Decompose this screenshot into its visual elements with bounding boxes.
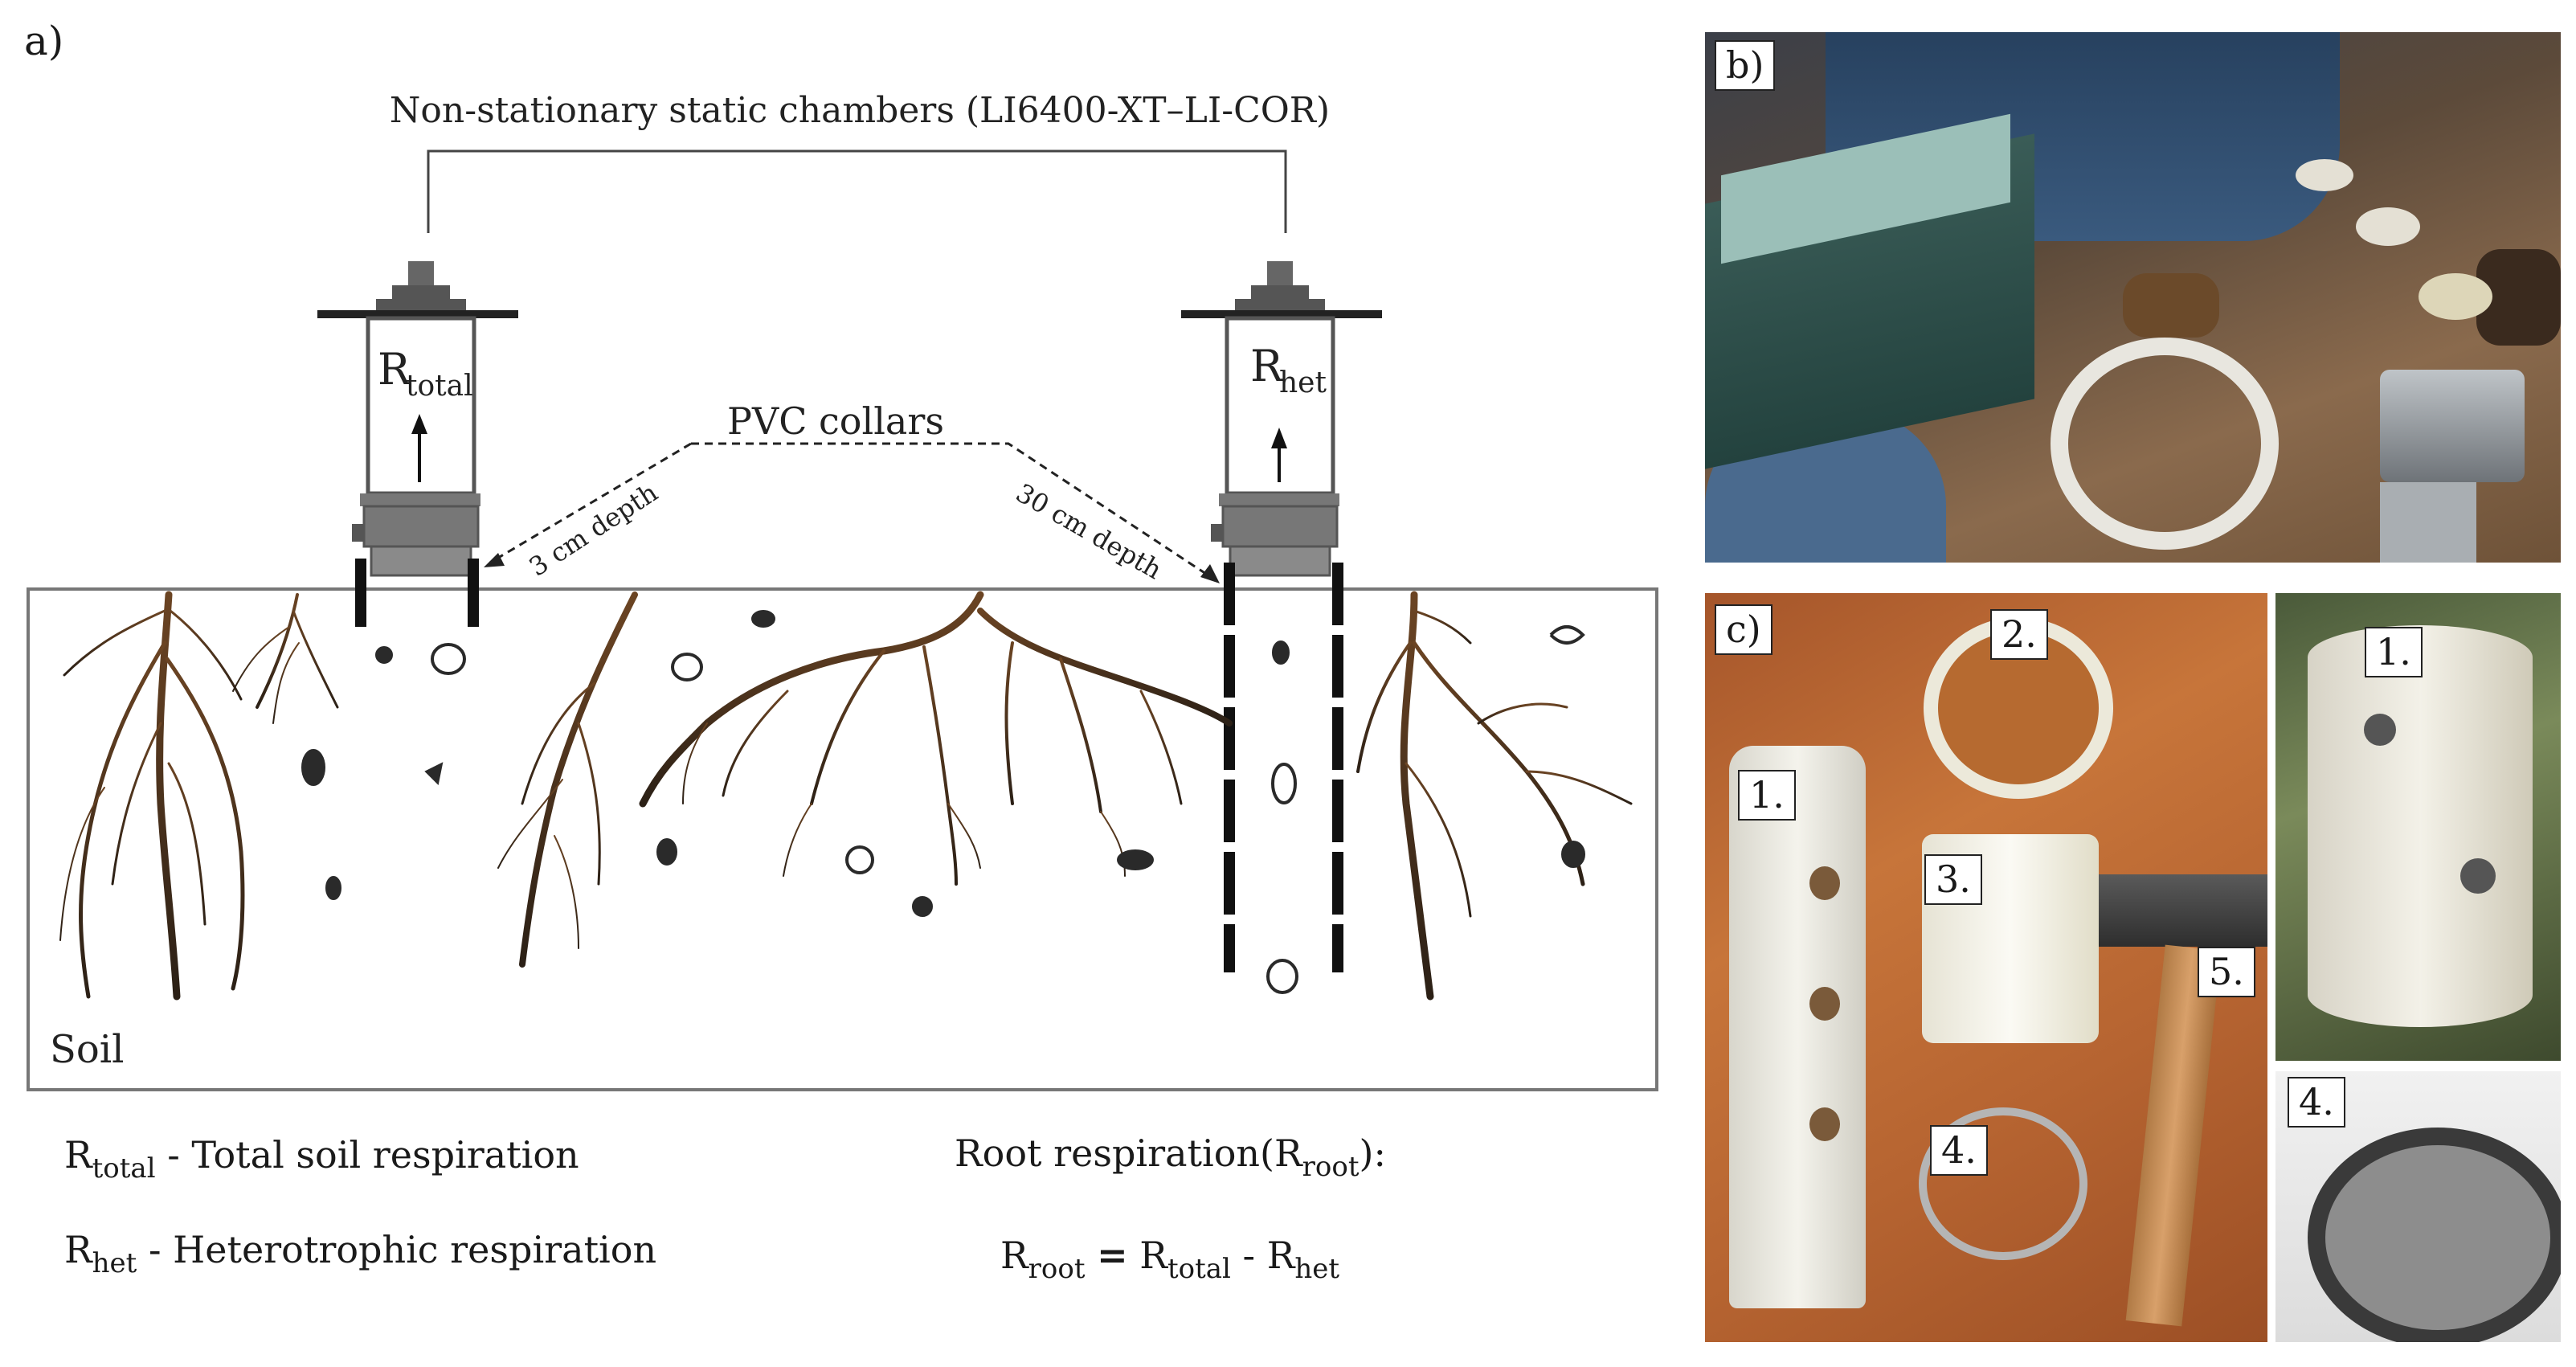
item-2-label: 2. [1990, 609, 2048, 660]
soil-organisms [301, 610, 1585, 994]
eq-total-sub: total [1167, 1253, 1231, 1285]
legend-rhet: Rhet - Heterotrophic respiration [64, 1228, 656, 1279]
collars-label: PVC collars [727, 399, 944, 443]
pvc-collar [2419, 273, 2492, 320]
tubing-coil [2051, 338, 2279, 550]
panel-c-photo-collar-installed [2275, 593, 2561, 1061]
soil-chamber-head [2380, 370, 2525, 482]
legend-rtotal-symbol: R [64, 1133, 92, 1177]
boot [2123, 273, 2219, 338]
item-5-label: 5. [2198, 947, 2255, 997]
pvc-collar [2296, 159, 2353, 191]
root-title: Root respiration [955, 1132, 1261, 1175]
left-chamber [317, 261, 518, 627]
eq-lhs-symbol: R [1000, 1234, 1028, 1277]
collar-hole [2364, 714, 2396, 746]
collar-hole [2460, 858, 2496, 894]
panel-b-photo [1705, 32, 2561, 563]
legend-rhet-desc: - Heterotrophic respiration [137, 1228, 657, 1271]
legend-root-title: Root respiration(Rroot): [955, 1132, 1386, 1183]
legend-rtotal: Rtotal - Total soil respiration [64, 1133, 579, 1185]
tube-hole [1809, 987, 1840, 1021]
long-pvc-tube [1729, 746, 1866, 1308]
eq-total-symbol: R [1139, 1234, 1167, 1277]
legend-rtotal-desc: - Total soil respiration [155, 1133, 579, 1177]
chamber-left-subscript: total [406, 370, 473, 403]
chamber-left-symbol: R [378, 344, 411, 395]
root-system [59, 591, 1633, 1001]
pvc-collar [2356, 207, 2420, 246]
soil-box [27, 587, 1658, 1091]
tube-hole [1809, 866, 1840, 900]
installed-collar [2308, 625, 2533, 1027]
eq-minus: - [1242, 1234, 1256, 1277]
legend-rhet-sub: het [92, 1247, 137, 1279]
panel-c-letter: c) [1715, 604, 1773, 655]
root-equation: Rroot = Rtotal - Rhet [1000, 1234, 1339, 1285]
right-chamber [1181, 261, 1382, 972]
panel-c-photo-main [1705, 593, 2267, 1342]
eq-equals: = [1097, 1234, 1128, 1277]
respiration-diagram: Non-stationary static chambers (LI6400-X… [27, 90, 1658, 1091]
hammer-head [2099, 874, 2267, 947]
steel-ring-closeup [2308, 1128, 2561, 1342]
root-sub: root [1302, 1151, 1360, 1183]
item-3-label: 3. [1924, 854, 1982, 905]
collar-leader-right [691, 442, 1214, 580]
right-item-4-label: 4. [2288, 1077, 2345, 1128]
chamber-bracket [427, 149, 1287, 233]
collar-leader-left [489, 442, 692, 564]
chamber-right-subscript: het [1279, 366, 1327, 399]
legend-rtotal-sub: total [92, 1152, 156, 1185]
eq-lhs-sub: root [1028, 1253, 1086, 1285]
eq-het-sub: het [1294, 1253, 1340, 1285]
chamber-right-symbol: R [1250, 341, 1284, 391]
legend-rhet-symbol: R [64, 1228, 92, 1271]
item-1-label: 1. [1738, 770, 1796, 821]
diagram-title: Non-stationary static chambers (LI6400-X… [390, 90, 1330, 131]
panel-c-photo-ring [2275, 1071, 2561, 1342]
tube-hole [1809, 1107, 1840, 1141]
eq-het-symbol: R [1266, 1234, 1295, 1277]
soil-chamber-base [2380, 482, 2476, 563]
soil-label: Soil [50, 1027, 124, 1072]
item-4-label: 4. [1930, 1125, 1988, 1176]
steel-ring [1919, 1107, 2087, 1260]
hammer-handle [2125, 944, 2222, 1327]
root-symbol: R [1274, 1132, 1302, 1175]
right-item-1-label: 1. [2365, 627, 2423, 677]
panel-a-letter: a) [24, 18, 64, 64]
panel-b-letter: b) [1715, 40, 1776, 91]
